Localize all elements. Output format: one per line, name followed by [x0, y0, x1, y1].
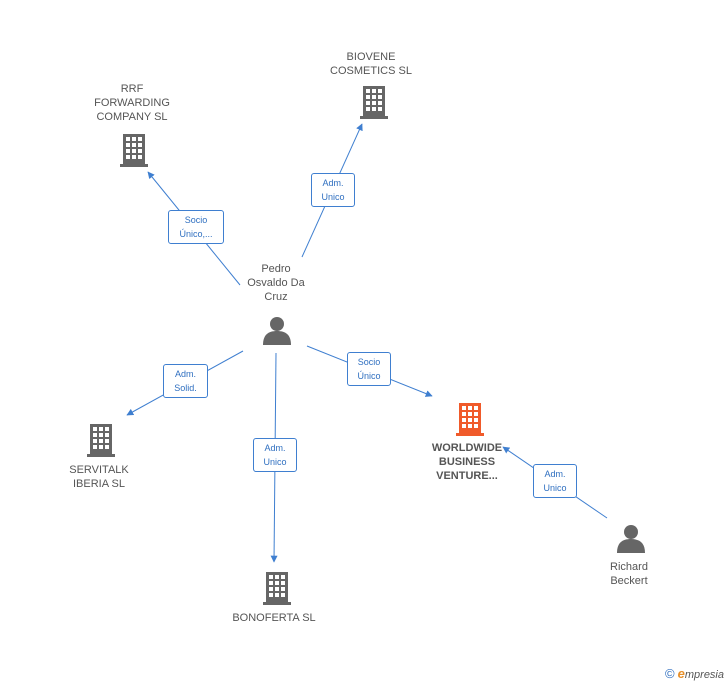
- copyright-icon: ©: [665, 666, 675, 681]
- node-label-rrf[interactable]: RRF FORWARDING COMPANY SL: [94, 83, 170, 123]
- node-label-bonoferta[interactable]: BONOFERTA SL: [232, 612, 316, 624]
- edge-label-socio-unico-rrf: Socio Único,...: [168, 210, 224, 244]
- edge-label-adm-unico-biovene: Adm. Unico: [311, 173, 355, 207]
- building-icon[interactable]: [120, 134, 148, 167]
- edge-label-socio-unico-worldwide: Socio Único: [347, 352, 391, 386]
- node-label-biovene[interactable]: BIOVENE COSMETICS SL: [330, 51, 412, 77]
- building-icon[interactable]: [456, 403, 484, 436]
- building-icon[interactable]: [87, 424, 115, 457]
- person-icon[interactable]: [263, 317, 291, 345]
- edge-label-adm-unico-bonoferta: Adm. Unico: [253, 438, 297, 472]
- person-icon[interactable]: [617, 525, 645, 553]
- edge-label-adm-solid-servitalk: Adm. Solid.: [163, 364, 208, 398]
- node-label-richard[interactable]: Richard Beckert: [610, 561, 648, 587]
- brand-name: mpresia: [684, 669, 724, 681]
- empresia-logo[interactable]: ©empresia: [665, 666, 724, 681]
- edge-label-adm-unico-richard: Adm. Unico: [533, 464, 577, 498]
- node-label-pedro[interactable]: Pedro Osvaldo Da Cruz: [247, 263, 305, 303]
- building-icon[interactable]: [360, 86, 388, 119]
- brand-mark: e: [677, 666, 685, 681]
- node-label-servitalk[interactable]: SERVITALK IBERIA SL: [69, 464, 129, 490]
- building-icon[interactable]: [263, 572, 291, 605]
- node-label-worldwide[interactable]: WORLDWIDE BUSINESS VENTURE...: [431, 442, 503, 482]
